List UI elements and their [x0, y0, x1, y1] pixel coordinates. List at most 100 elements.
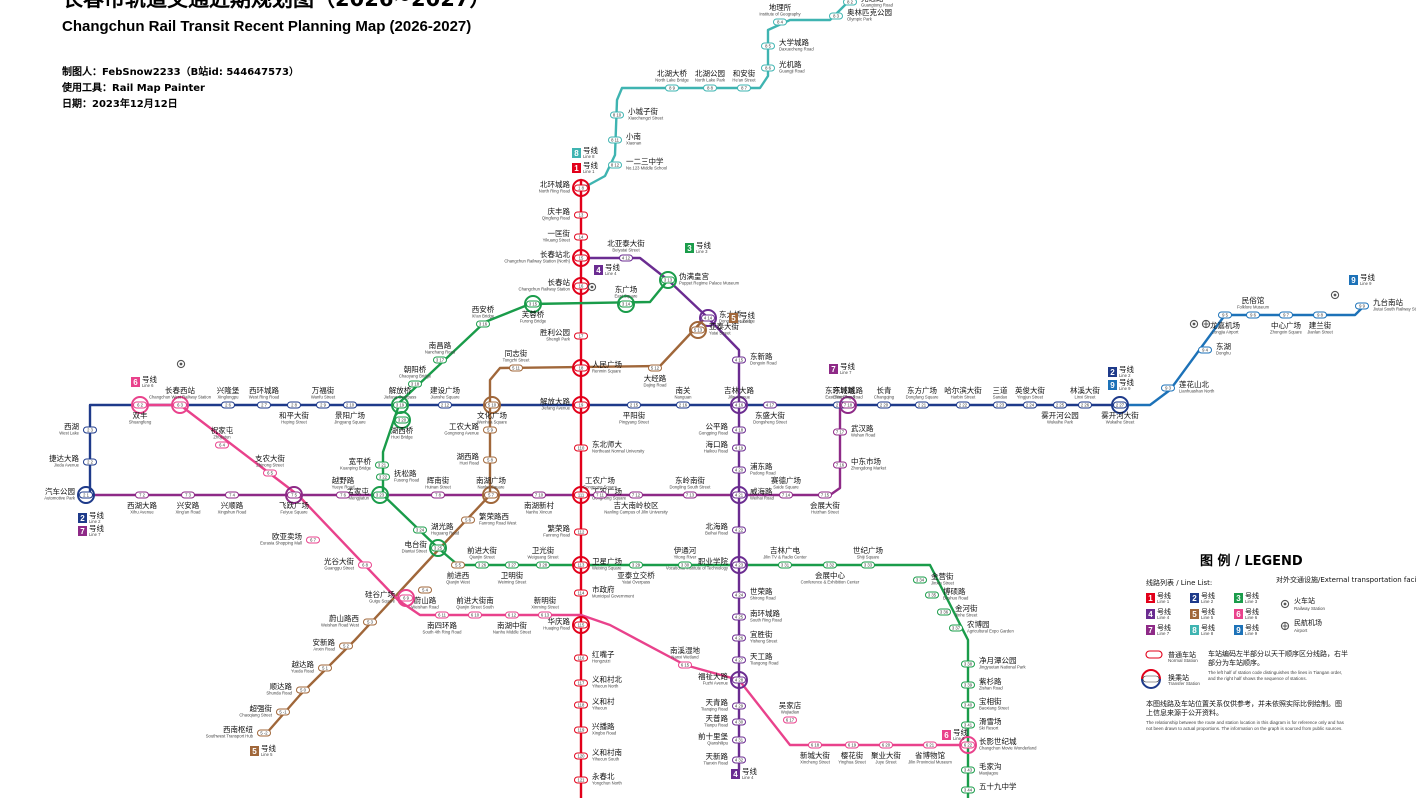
station-s102[interactable]: 2 27雾开河大街Wukaihe Street	[1101, 396, 1139, 425]
station-s93[interactable]: 2 16南关Nanguan	[675, 385, 693, 409]
station-s67[interactable]: 5 11同志街Tongzhi Street	[503, 348, 531, 372]
station-s111[interactable]: 7 3兴安路Xing'an Road	[175, 491, 201, 515]
station-s151[interactable]: 3 36金河街Jinhe Street	[937, 603, 979, 618]
station-s127[interactable]: 6 7欧亚卖场Eurasia Shopping Mall	[260, 531, 320, 546]
line-badge-4[interactable]: 4号线Line 4	[594, 262, 620, 276]
station-s12[interactable]: 113卫星广场Weixing Square	[572, 556, 622, 574]
station-s129[interactable]: 6 9硅谷广场Guigu Square	[365, 589, 415, 607]
station-s74[interactable]: 5 4蔚山路Weishan Road	[411, 586, 439, 610]
station-s145[interactable]: 3 30伊通河Yitong River	[674, 545, 697, 569]
line-badge-5[interactable]: 5号线Line 5	[729, 310, 755, 324]
station-s100[interactable]: 2 25雾开河公园Wukaihe Park	[1041, 401, 1079, 425]
station-s140[interactable]: 6 22长影世纪城Changchun Movie Wonderland	[959, 736, 1037, 754]
station-s77[interactable]: 5 1越达路Yueda Road	[291, 659, 332, 674]
station-s114[interactable]: 7 6越野路Yueye Road	[332, 475, 355, 499]
station-s63[interactable]: 4 31前十里堡Qianshilipu	[698, 731, 746, 746]
line-badge-1[interactable]: 1号线Line 1	[572, 160, 598, 174]
station-s113[interactable]: 7 5飞跃广场Feiyue Square	[279, 486, 309, 515]
station-s35[interactable]: 3 15芙蓉桥Furong Bridge	[520, 295, 547, 324]
station-s51[interactable]: 4 19海口路Haikou Road	[704, 439, 746, 454]
station-s79[interactable]: 5 -1超强街Chaoqiang Street	[239, 703, 290, 718]
station-s4[interactable]: 15长春站北Changchun Railway Station (North)	[504, 249, 590, 267]
station-s8[interactable]: 19解放大路Jiefang Avenue	[540, 396, 590, 414]
station-s40[interactable]: 3 20湖西桥Huxi Bridge	[391, 411, 414, 440]
line-badge-7[interactable]: 7号线Line 7	[829, 361, 855, 375]
station-s52[interactable]: 4 20浦东路Pudong Road	[732, 461, 777, 476]
station-s107[interactable]: 9 7中心广场Zhongxin Square	[1270, 311, 1303, 335]
station-s66[interactable]: 5 12大经路Dajing Road	[643, 364, 667, 388]
station-s123[interactable]: 7 17武汉路Wuhan Road	[833, 423, 877, 438]
line-badge-6[interactable]: 6号线Line 6	[131, 374, 157, 388]
station-s72[interactable]: 5 6繁荣路西Fanrong Road West	[461, 511, 518, 526]
station-s124[interactable]: 7 18东环城路East Ring Road	[833, 385, 863, 414]
station-s109[interactable]: 9 9九台南站Jiutai South Railway Station	[1355, 297, 1416, 312]
station-s50[interactable]: 4 18公平路Gongping Road	[699, 421, 746, 436]
station-s27[interactable]: 8 6光机路Guangji Road	[761, 59, 806, 74]
station-s106[interactable]: 9 6民俗馆Folklore Museum	[1237, 295, 1270, 319]
station-s15[interactable]: 116红嘴子Hongzuizi	[574, 649, 615, 664]
station-s146[interactable]: 3 31吉林广电Jilin TV & Radio Center	[763, 545, 807, 569]
station-s37[interactable]: 3 17南昌路Nanchang Road	[425, 340, 456, 364]
line-badge-9[interactable]: 9号线Line 9	[1349, 272, 1376, 286]
station-s117[interactable]: 7 11工农广场Gongnong Square	[583, 475, 618, 499]
station-s119[interactable]: 7 13东岭南街Dongling South Street	[670, 475, 712, 499]
station-s153[interactable]: 3 38净月潭公园Jingyuetan National Park	[961, 655, 1027, 670]
station-s154[interactable]: 3 39紫杉路Zishan Road	[961, 676, 1004, 691]
station-s14[interactable]: 115华庆路Huaqing Road	[543, 616, 590, 634]
station-s73[interactable]: 5 5前进西Qianjin West	[446, 561, 471, 585]
station-s61[interactable]: 4 29天青路Tianqing Road	[701, 697, 746, 712]
station-s43[interactable]: 3 23孟家屯Mengjiatun	[347, 486, 389, 504]
line-badge-9[interactable]: 9号线Line 9	[1108, 377, 1135, 391]
station-s149[interactable]: 3 34金营街Jinxin Street	[913, 571, 955, 586]
station-s9[interactable]: 110东北师大Northeast Normal University	[574, 439, 646, 454]
station-s65[interactable]: 5 13亚泰大街Yatai Street	[689, 321, 739, 339]
station-s136[interactable]: 6 18新城大街Xincheng Street	[800, 741, 831, 765]
station-s2[interactable]: 13庆丰路Qingfeng Road	[542, 206, 588, 221]
station-s70[interactable]: 5 8湖西路Huxi Road	[457, 451, 497, 466]
station-s56[interactable]: 4 24世荣路Shirong Road	[732, 586, 777, 601]
station-s64[interactable]: 4 32天新路Tianxin Road	[703, 751, 746, 766]
station-s90[interactable]: 2 10景阳广场Jingyang Square	[334, 401, 366, 425]
station-s41[interactable]: 3 21宽平桥Kuanping Bridge	[340, 456, 389, 471]
station-s122[interactable]: 7 16中东市场Zhongdong Market	[833, 456, 887, 471]
station-s24[interactable]: 8 9北湖大桥North Lake Bridge	[655, 68, 690, 92]
line-badge-2[interactable]: 2号线Line 2	[1108, 364, 1135, 378]
station-s81[interactable]: 2 3西湖West Lake	[59, 422, 97, 436]
station-s44[interactable]: 3 24湖光路Huguang Road	[413, 521, 460, 536]
station-s89[interactable]: 2 9万福街Wanfu Street	[311, 385, 336, 409]
station-s38[interactable]: 3 18朝阳桥Chaoyang Bridge	[399, 364, 432, 388]
station-s92[interactable]: 2 15平阳街Pingyang Street	[619, 401, 650, 425]
station-s82[interactable]: 2 2捷达大路Jieda Avenue	[49, 453, 97, 468]
station-s141[interactable]: 3 26前进大街Qianjin Street	[467, 545, 497, 569]
station-s84[interactable]: 6 2双丰Shuangfeng	[129, 396, 152, 425]
station-s69[interactable]: 5 9工农大路Gongnong Avenue	[444, 421, 497, 436]
line-badge-2[interactable]: 2号线Line 2	[78, 510, 104, 524]
station-s3[interactable]: 14一匡街Yikuang Street	[543, 228, 588, 243]
station-s48[interactable]: 4 16吉林大路Jilin Avenue	[724, 385, 754, 414]
station-s49[interactable]: 4 17东盛大街Dongsheng Street	[753, 401, 788, 425]
station-s85[interactable]: 6 3长春西站Changchun West Railway Station	[149, 385, 212, 414]
station-s5[interactable]: 16长春站Changchun Railway Station	[519, 277, 590, 295]
station-s75[interactable]: 5 3蔚山路西Weishan Road West	[321, 613, 377, 628]
station-s126[interactable]: 6 5支农大街Zhinong Street	[255, 453, 285, 477]
station-s39[interactable]: 3 19解放桥Jiefang Overpass	[384, 385, 417, 414]
station-s54[interactable]: 4 22北海路Beihai Road	[705, 521, 746, 536]
station-s120[interactable]: 7 14赛德广场Saide Square	[771, 475, 801, 499]
line-badge-3[interactable]: 3号线Line 3	[685, 240, 711, 254]
station-s135[interactable]: 6 17吴家店Wujiadian	[779, 700, 802, 724]
station-s112[interactable]: 7 4兴顺路Xingshun Road	[218, 491, 247, 515]
station-s22[interactable]: 8 11小南Xiaonan	[608, 131, 643, 146]
station-s62[interactable]: 4 30天普路Tianpu Road	[704, 713, 746, 728]
station-s26[interactable]: 8 7和安街He'an Street	[732, 68, 756, 92]
station-s33[interactable]: 3 13伪满皇宫Puppet Regime Palace Museum	[659, 271, 740, 289]
station-s17[interactable]: 118义和村Yihecun	[574, 696, 615, 711]
station-s142[interactable]: 3 27卫明街Weiming Street	[498, 561, 527, 585]
station-s42[interactable]: 3 22抚松路Fusong Road	[376, 468, 420, 483]
station-s45[interactable]: 3 25电台街Diantai Street	[402, 539, 447, 557]
station-s23[interactable]: 8 10小城子街Xiaochengzi Street	[610, 106, 664, 121]
station-s137[interactable]: 6 19樱花街Yinghua Street	[838, 741, 867, 765]
station-s30[interactable]: 8 3奥林匹克公园Olympic Park	[829, 7, 893, 22]
station-s96[interactable]: 2 21东方广场Dongfang Square	[906, 385, 939, 409]
station-s116[interactable]: 7 10南湖新村Nanhu Xincun	[524, 491, 554, 515]
station-s25[interactable]: 8 8北湖公园North Lake Park	[695, 69, 726, 92]
